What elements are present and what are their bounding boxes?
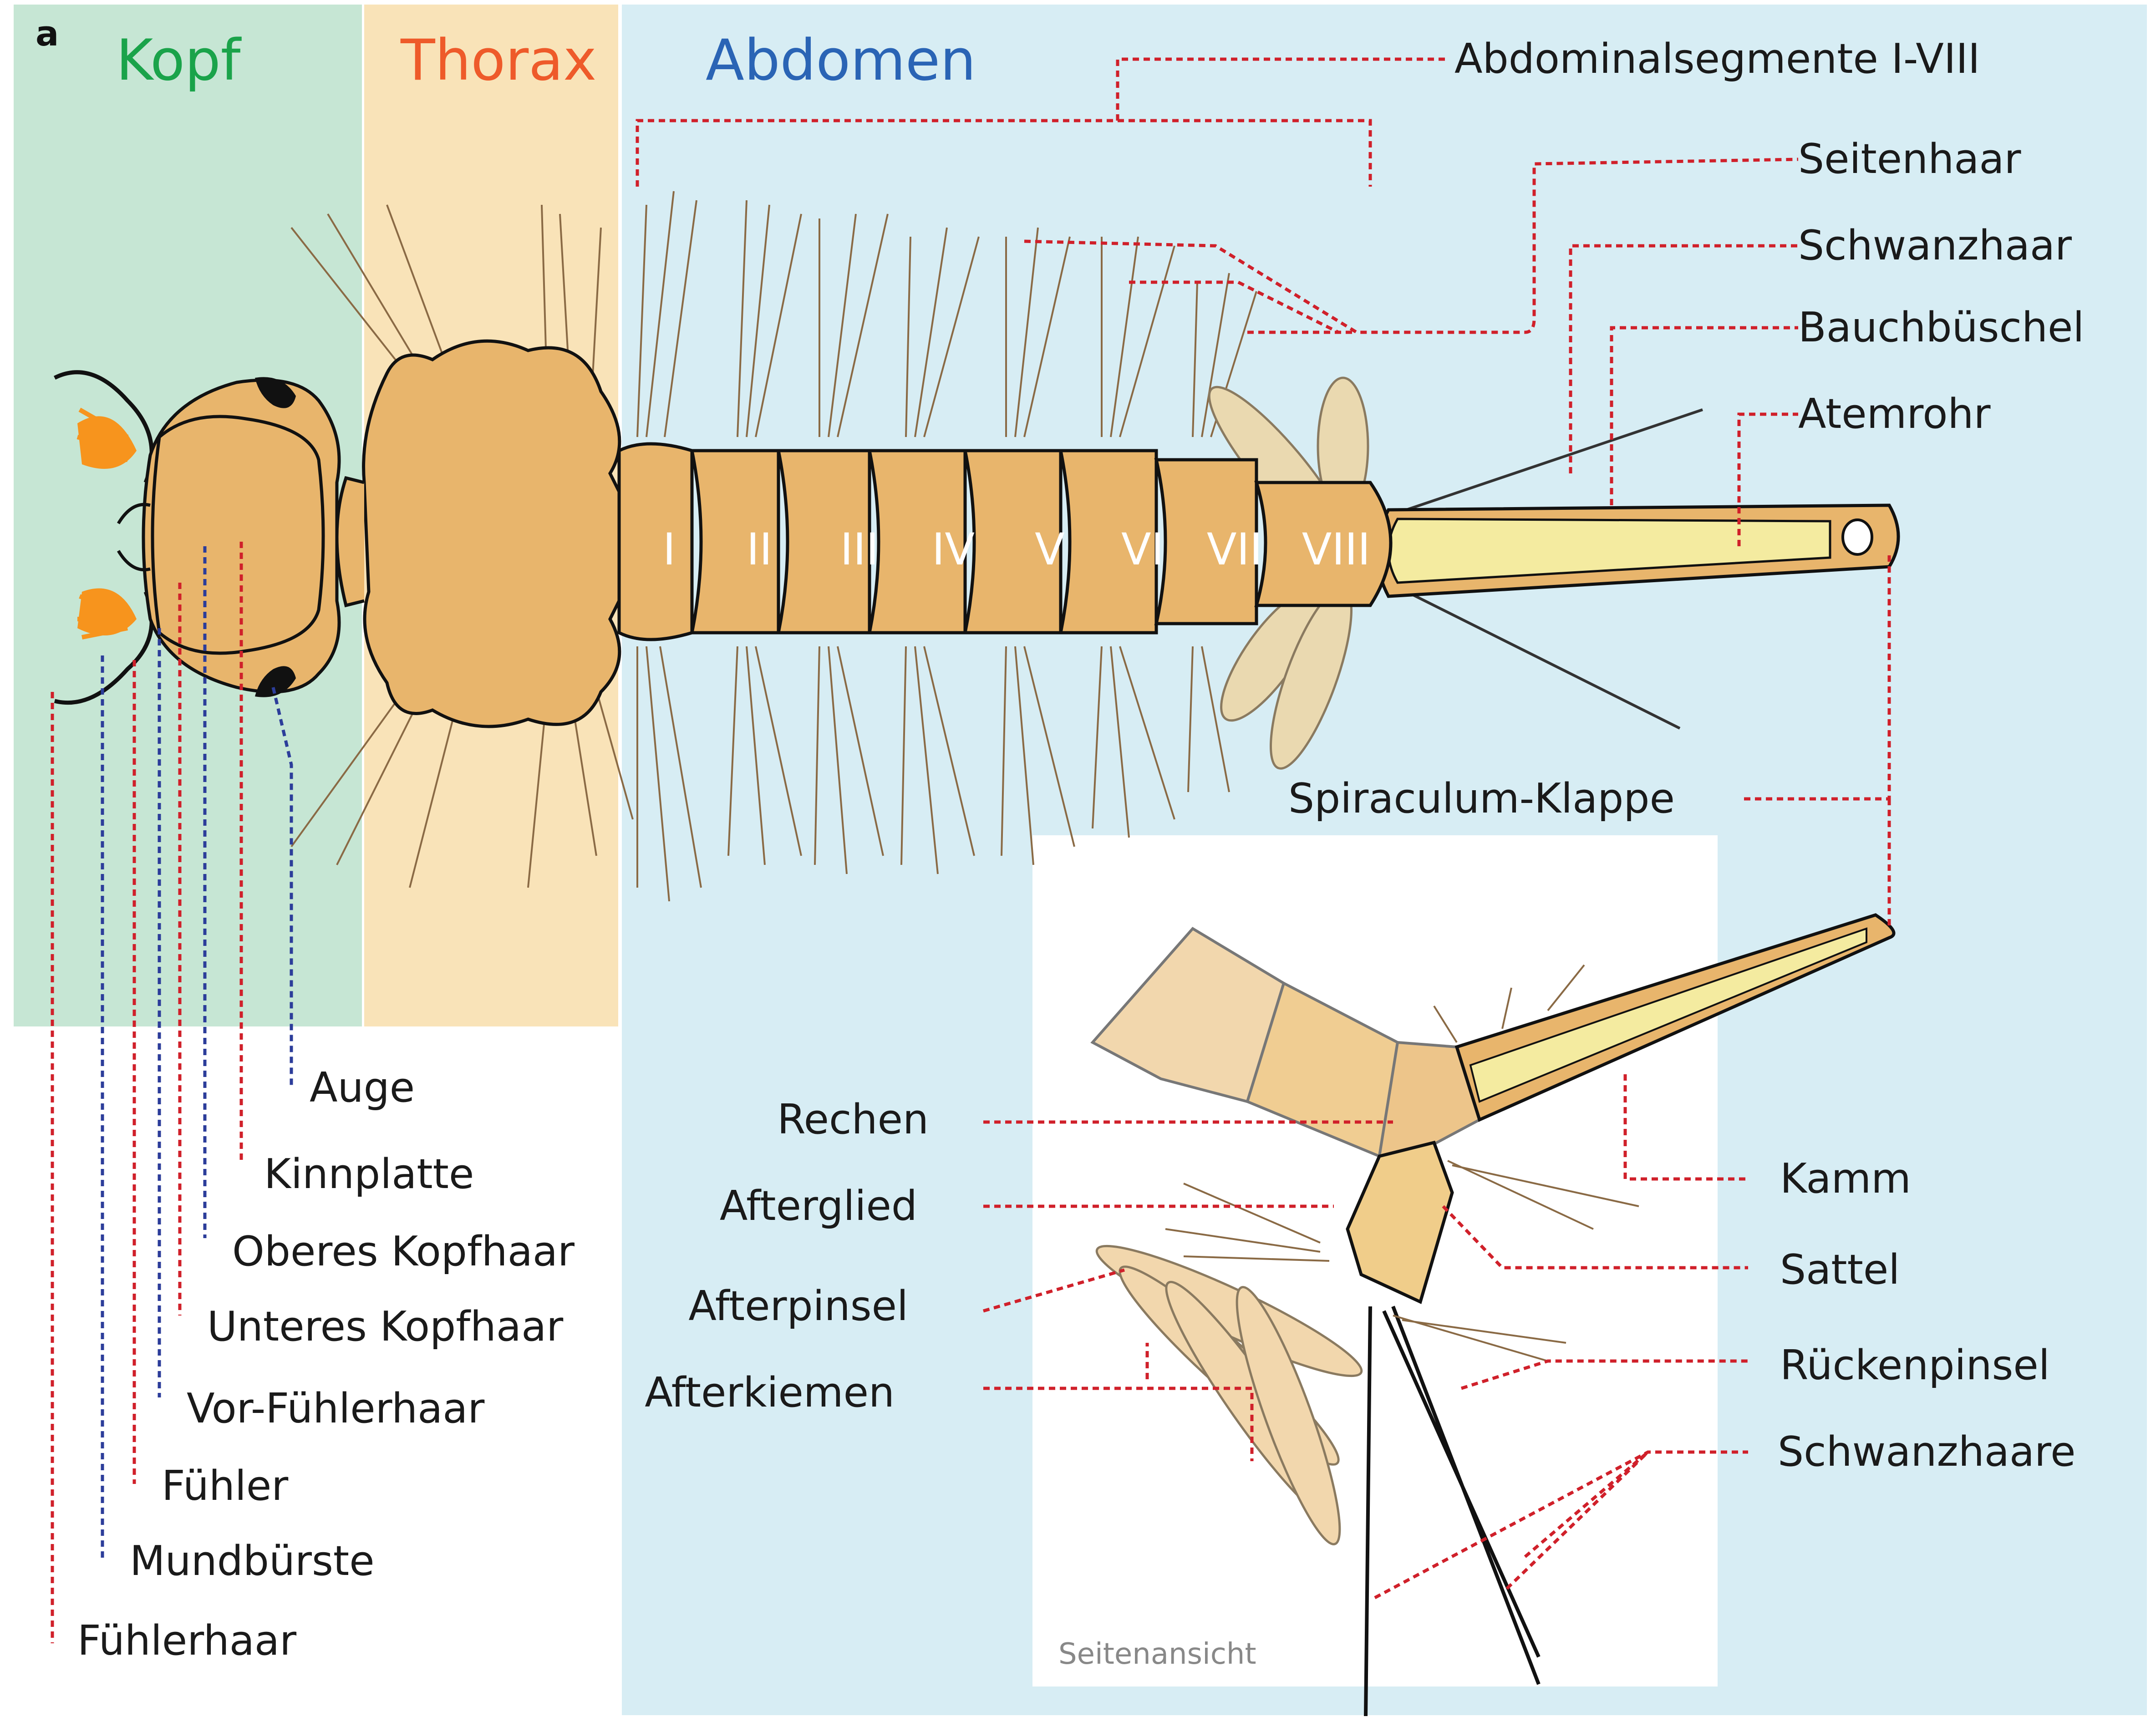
head-region-label: Kopf [116,28,242,93]
label-lower-head-hair: Unteres Kopfhaar [207,1303,563,1351]
label-lateral-hair: Seitenhaar [1798,135,2021,183]
panel-letter: a [36,13,59,54]
segment-label: I [663,524,676,575]
label-siphon: Atemrohr [1798,390,1990,438]
label-eye: Auge [310,1064,415,1112]
segment-label: VI [1121,524,1164,575]
spiracle-valve [1843,520,1872,554]
segment-label: III [840,524,879,575]
label-tail-hairs: Schwanzhaare [1778,1428,2075,1476]
label-dorsal-brush: Rückenpinsel [1780,1341,2050,1389]
inset-caption: Seitenansicht [1058,1637,1256,1671]
label-mouth-brush: Mundbürste [130,1537,375,1585]
segment-label: V [1035,524,1065,575]
segment-label: VII [1207,524,1262,575]
abdomen-region-label: Abdomen [706,28,976,93]
label-tail-hair: Schwanzhaar [1798,222,2072,269]
label-anal-segment: Afterglied [720,1182,917,1230]
label-ventral-tuft: Bauchbüschel [1798,304,2084,351]
thorax [364,341,620,726]
label-anal-brush: Afterpinsel [688,1282,908,1330]
label-abdominal-segments: Abdominalsegmente I-VIII [1454,35,1980,83]
label-saddle: Sattel [1780,1246,1900,1294]
label-spiracle-valve: Spiraculum-Klappe [1288,775,1675,823]
segment-label: VIII [1302,524,1371,575]
segment-label: IV [932,524,975,575]
label-antenna: Fühler [162,1462,288,1510]
segment-label: II [747,524,773,575]
label-chin-plate: Kinnplatte [264,1150,474,1198]
thorax-region-label: Thorax [400,28,597,93]
label-antennal-hair: Fühlerhaar [77,1617,296,1665]
label-comb-scales: Kamm [1780,1155,1911,1203]
label-pre-antennal-hair: Vor-Fühlerhaar [187,1385,484,1432]
label-upper-head-hair: Oberes Kopfhaar [232,1228,575,1275]
label-comb: Rechen [777,1096,929,1143]
label-anal-gills: Afterkiemen [645,1369,895,1417]
